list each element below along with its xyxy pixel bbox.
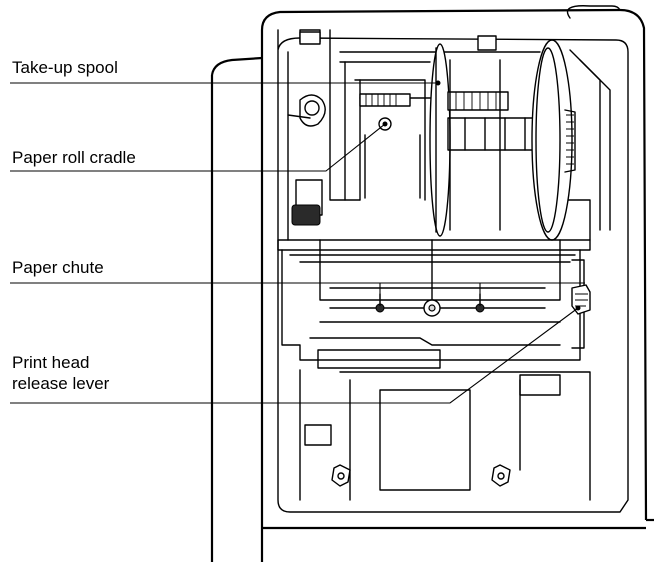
leader-lines bbox=[10, 80, 585, 404]
paper-roll-cradle-label: Paper roll cradle bbox=[12, 148, 136, 167]
leader-paper-roll-cradle bbox=[10, 123, 386, 172]
release-lever bbox=[571, 284, 591, 315]
paper-chute-label: Paper chute bbox=[12, 258, 104, 277]
paper-roll-cradle bbox=[287, 93, 433, 226]
lower-compartment bbox=[299, 369, 591, 501]
inner-compartment bbox=[277, 29, 629, 513]
take-up-spool-label: Take-up spool bbox=[12, 58, 118, 77]
print-head-release-lever-label: Print head release lever bbox=[12, 353, 110, 393]
leader-dot-take-up-spool bbox=[435, 80, 441, 86]
leader-dot-release-lever bbox=[575, 305, 581, 311]
cabinet-body bbox=[210, 5, 654, 562]
print-head-unit bbox=[277, 239, 591, 369]
leader-dot-paper-roll-cradle bbox=[382, 121, 388, 127]
leader-print-head-release-lever bbox=[10, 307, 579, 404]
take-up-spool bbox=[429, 39, 576, 241]
